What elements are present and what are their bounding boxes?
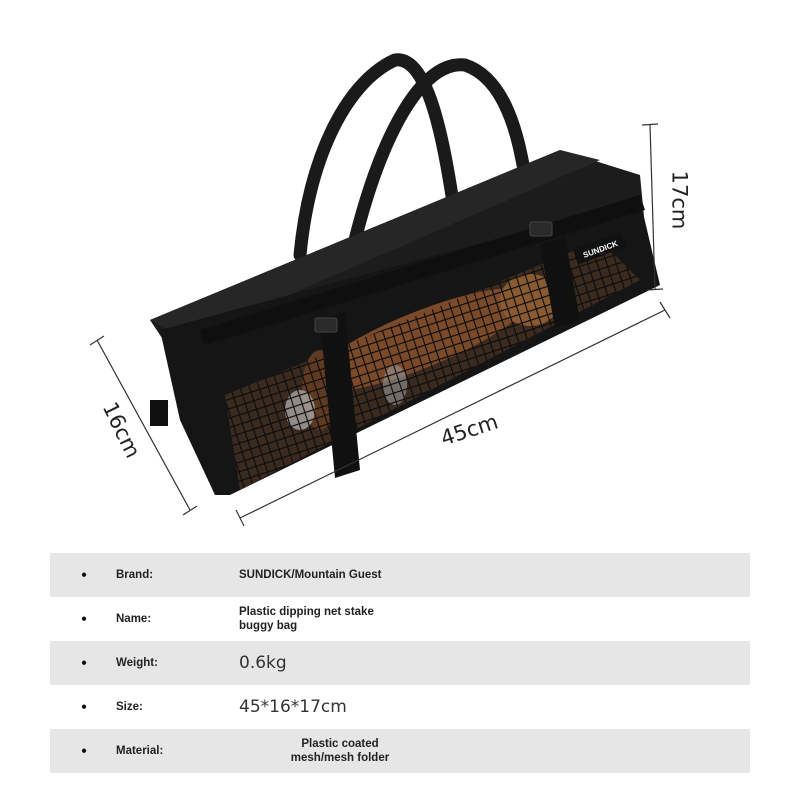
spec-value-line: Plastic coated xyxy=(301,738,379,750)
spec-value: SUNDICK/Mountain Guest xyxy=(239,569,382,581)
dimension-height-label: 17cm xyxy=(667,170,692,230)
spec-value: Plastic dipping net stake buggy bag xyxy=(239,605,374,633)
dimension-lines xyxy=(89,123,671,527)
bag-body: SUNDICK xyxy=(150,150,660,495)
bullet-icon: ● xyxy=(81,657,88,669)
spec-label: Name: xyxy=(116,613,152,625)
bullet-icon: ● xyxy=(81,569,88,581)
spec-value: 0.6kg xyxy=(239,653,287,673)
spec-row-weight: ● Weight: 0.6kg xyxy=(50,641,750,685)
spec-row-brand: ● Brand: SUNDICK/Mountain Guest xyxy=(50,553,750,597)
spec-label: Weight: xyxy=(116,657,158,669)
spec-label: Size: xyxy=(116,701,143,713)
bullet-icon: ● xyxy=(81,613,88,625)
spec-label: Brand: xyxy=(116,569,154,581)
spec-row-size: ● Size: 45*16*17cm xyxy=(50,685,750,729)
spec-value-line: buggy bag xyxy=(239,620,298,632)
spec-value-line: Plastic dipping net stake xyxy=(239,606,374,618)
product-photo: SUNDICK xyxy=(89,53,671,527)
bag-handles xyxy=(293,53,532,262)
spec-table: ● Brand: SUNDICK/Mountain Guest ● Name: … xyxy=(50,553,750,773)
spec-row-name: ● Name: Plastic dipping net stake buggy … xyxy=(50,597,750,641)
spec-value-line: mesh/mesh folder xyxy=(290,752,390,764)
spec-value: 45*16*17cm xyxy=(239,697,347,717)
spec-label: Material: xyxy=(116,745,164,757)
spec-value: Plastic coated mesh/mesh folder xyxy=(240,737,440,765)
bullet-icon: ● xyxy=(81,701,88,713)
bullet-icon: ● xyxy=(81,745,88,757)
spec-row-material: ● Material: Plastic coated mesh/mesh fol… xyxy=(50,729,750,773)
